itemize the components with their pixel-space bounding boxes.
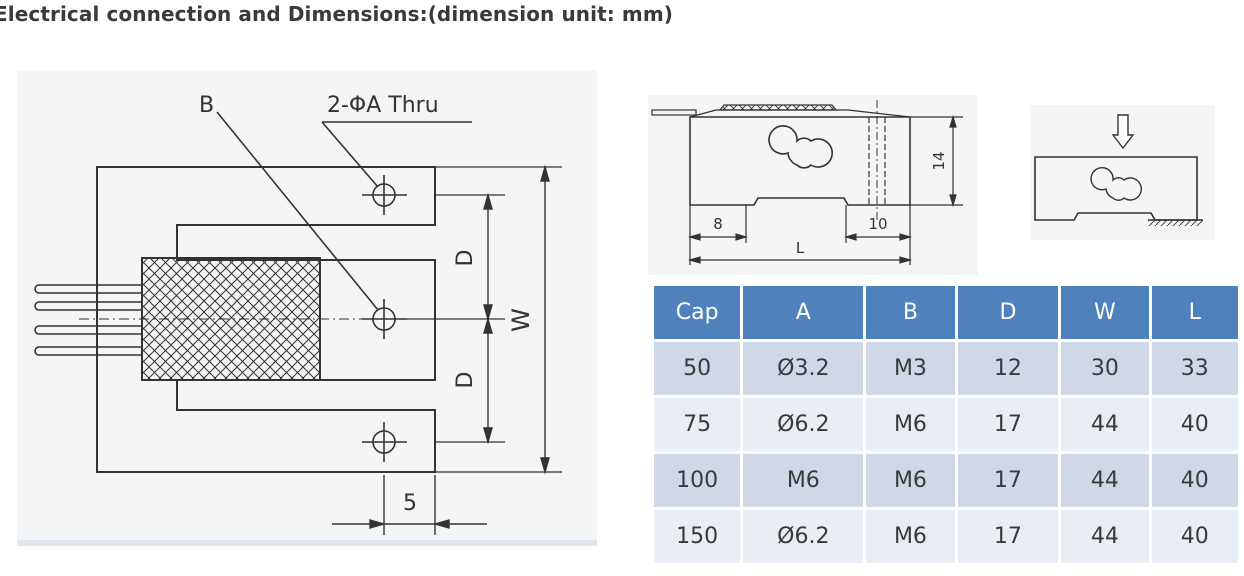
cell: 33 (1151, 342, 1238, 395)
center-hole (362, 299, 407, 339)
label-l: L (796, 239, 805, 257)
header-d: D (957, 286, 1059, 339)
load-arrow-icon (1111, 114, 1135, 150)
strain-gauge-hatch (141, 257, 321, 381)
bottom-hole (362, 422, 407, 462)
cell: M6 (743, 454, 864, 507)
label-b: B (199, 93, 214, 118)
cell: M6 (866, 454, 955, 507)
cell: 17 (957, 454, 1059, 507)
top-view-drawing: B 2-ΦA Thru D D W 5 (17, 70, 597, 546)
label-hole: 2-ΦA Thru (327, 93, 439, 118)
cell: 44 (1061, 454, 1149, 507)
cell: 50 (654, 342, 741, 395)
cell: Ø3.2 (743, 342, 864, 395)
side-body (689, 116, 911, 206)
cell: Ø6.2 (743, 398, 864, 451)
table-row: 150 Ø6.2 M6 17 44 40 (654, 510, 1238, 563)
cell: Ø6.2 (743, 510, 864, 563)
header-cap: Cap (654, 286, 741, 339)
cell: M6 (866, 510, 955, 563)
cell: 40 (1151, 454, 1238, 507)
header-w: W (1061, 286, 1149, 339)
top-hole (362, 175, 407, 215)
label-d-bottom: D (453, 372, 478, 389)
side-view-drawing: 8 10 L 14 (648, 95, 978, 275)
page-heading: Electrical connection and Dimensions:(di… (0, 2, 674, 26)
front-hole (1090, 167, 1143, 201)
label-14: 14 (930, 151, 948, 170)
header-a: A (743, 286, 864, 339)
cell: 17 (957, 398, 1059, 451)
cell: 150 (654, 510, 741, 563)
table-row: 75 Ø6.2 M6 17 44 40 (654, 398, 1238, 451)
cell: 30 (1061, 342, 1149, 395)
label-8: 8 (713, 215, 723, 233)
cell: M3 (866, 342, 955, 395)
front-view-drawing (1030, 105, 1215, 240)
cell: 17 (957, 510, 1059, 563)
cell: 44 (1061, 398, 1149, 451)
table-row: 100 M6 M6 17 44 40 (654, 454, 1238, 507)
label-5: 5 (403, 491, 417, 516)
label-w: W (507, 308, 535, 332)
cell: 75 (654, 398, 741, 451)
cell: 44 (1061, 510, 1149, 563)
spec-table: Cap A B D W L 50 Ø3.2 M3 12 30 33 75 Ø6.… (651, 283, 1241, 566)
header-l: L (1151, 286, 1238, 339)
cell: M6 (866, 398, 955, 451)
table-row: 50 Ø3.2 M3 12 30 33 (654, 342, 1238, 395)
table-header-row: Cap A B D W L (654, 286, 1238, 339)
front-body (1034, 156, 1198, 221)
header-b: B (866, 286, 955, 339)
cell: 40 (1151, 510, 1238, 563)
wire-leads (34, 284, 142, 356)
cell: 100 (654, 454, 741, 507)
label-10: 10 (868, 215, 887, 233)
side-hole (768, 125, 833, 169)
cell: 40 (1151, 398, 1238, 451)
cell: 12 (957, 342, 1059, 395)
label-d-top: D (453, 250, 478, 267)
